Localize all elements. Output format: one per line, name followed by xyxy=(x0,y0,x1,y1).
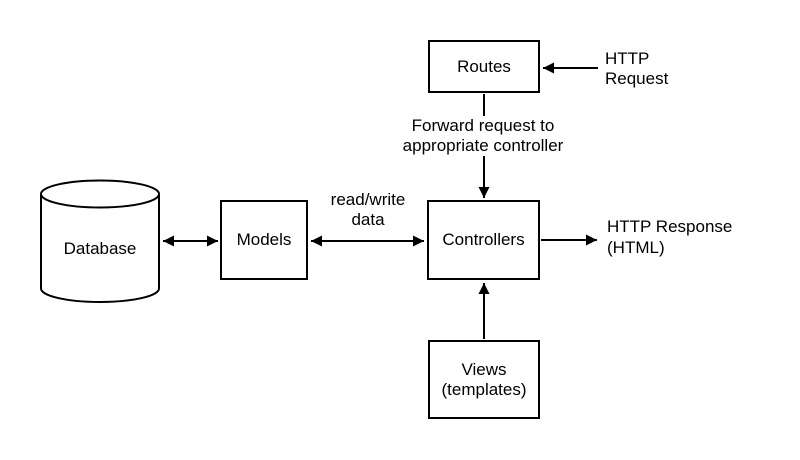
routes-box: Routes xyxy=(428,40,540,93)
models-box: Models xyxy=(220,200,308,280)
http-response-line2: (HTML) xyxy=(607,238,665,257)
database-cylinder-top xyxy=(40,179,160,209)
http-request-line2: Request xyxy=(605,69,669,88)
views-box: Views (templates) xyxy=(428,340,540,419)
controllers-label: Controllers xyxy=(442,230,525,249)
forward-request-label: Forward request to appropriate controlle… xyxy=(383,116,583,156)
read-write-data-label: read/write data xyxy=(318,190,418,230)
routes-label: Routes xyxy=(457,56,511,76)
read-write-line2: data xyxy=(351,210,385,229)
forward-request-line1: Forward request to xyxy=(411,116,555,135)
forward-request-line2: appropriate controller xyxy=(402,136,564,155)
views-label-line2: (templates) xyxy=(441,379,527,399)
controllers-box: Controllers xyxy=(427,200,540,280)
read-write-line1: read/write xyxy=(330,190,406,209)
database-cylinder xyxy=(40,179,160,303)
database-label: Database xyxy=(40,239,160,259)
http-request-label: HTTP Request xyxy=(605,49,668,89)
http-response-line1: HTTP Response xyxy=(607,217,733,236)
database-cylinder-body xyxy=(40,194,160,303)
database-label-text: Database xyxy=(63,239,137,258)
views-label-line1: Views xyxy=(461,359,507,379)
models-label: Models xyxy=(236,230,292,249)
http-request-line1: HTTP xyxy=(605,49,650,68)
http-response-label: HTTP Response (HTML) xyxy=(607,216,732,258)
